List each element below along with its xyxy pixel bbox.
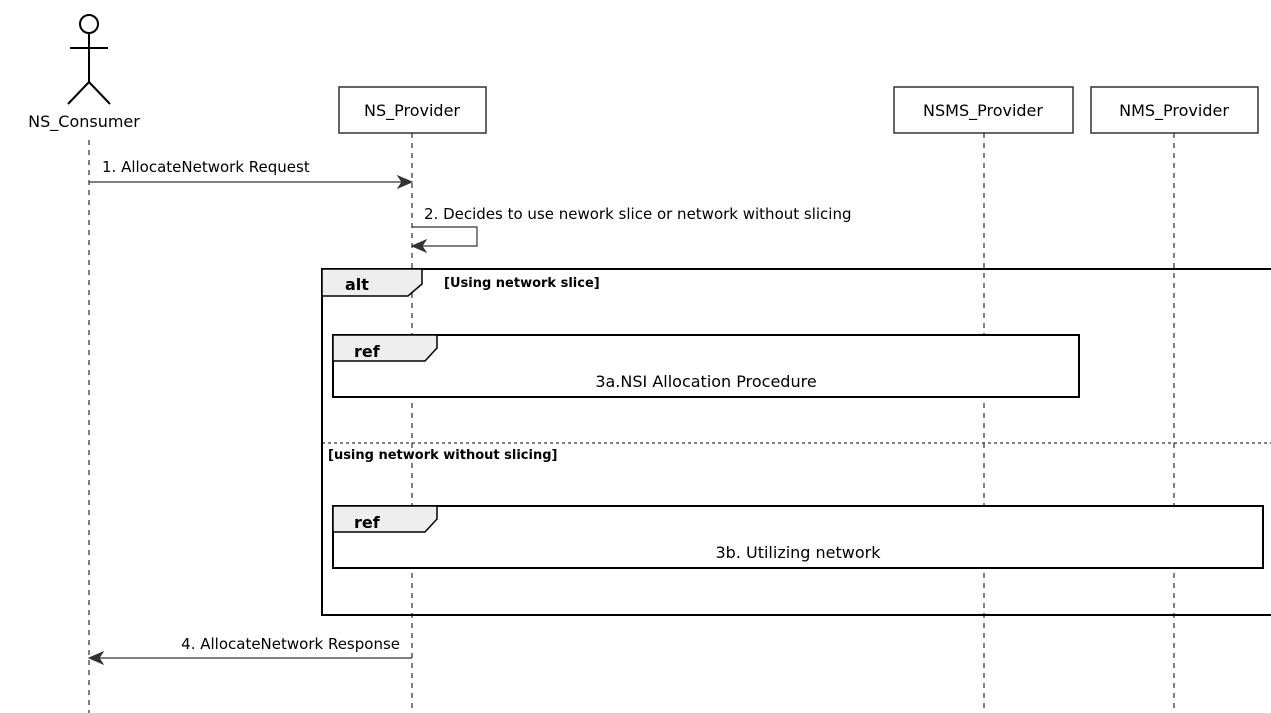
message-1-arrowhead bbox=[396, 174, 414, 190]
ref-a-keyword: ref bbox=[354, 342, 381, 361]
ref-a-label: 3a.NSI Allocation Procedure bbox=[595, 372, 816, 391]
ref-fragment-b: ref 3b. Utilizing network bbox=[332, 505, 1264, 569]
participant-ns-consumer-label: NS_Consumer bbox=[28, 112, 140, 132]
participant-nsms-provider-box bbox=[893, 86, 1074, 134]
actor-icon bbox=[67, 14, 111, 105]
participant-ns-provider-box bbox=[338, 86, 487, 134]
participant-nsms-provider-label: NSMS_Provider bbox=[923, 101, 1043, 121]
ref-b-keyword: ref bbox=[354, 513, 381, 532]
participant-nms-provider-box bbox=[1090, 86, 1259, 134]
message-2-arrowhead bbox=[410, 238, 428, 254]
message-2-label: 2. Decides to use nework slice or networ… bbox=[424, 205, 852, 223]
ref-b-label: 3b. Utilizing network bbox=[715, 543, 881, 562]
alt-fragment: alt [Using network slice] [using network… bbox=[321, 268, 1271, 616]
alt-guard-1: [Using network slice] bbox=[444, 276, 600, 291]
message-4-arrowhead bbox=[87, 650, 105, 666]
message-4-label: 4. AllocateNetwork Response bbox=[181, 635, 400, 653]
alt-keyword: alt bbox=[345, 275, 369, 294]
alt-guard-2: [using network without slicing] bbox=[328, 448, 557, 463]
participant-nms-provider-label: NMS_Provider bbox=[1119, 101, 1229, 121]
message-2-arrow bbox=[412, 226, 478, 247]
participant-ns-provider-label: NS_Provider bbox=[364, 101, 460, 121]
ref-fragment-a: ref 3a.NSI Allocation Procedure bbox=[332, 334, 1080, 398]
message-1-label: 1. AllocateNetwork Request bbox=[102, 158, 310, 176]
